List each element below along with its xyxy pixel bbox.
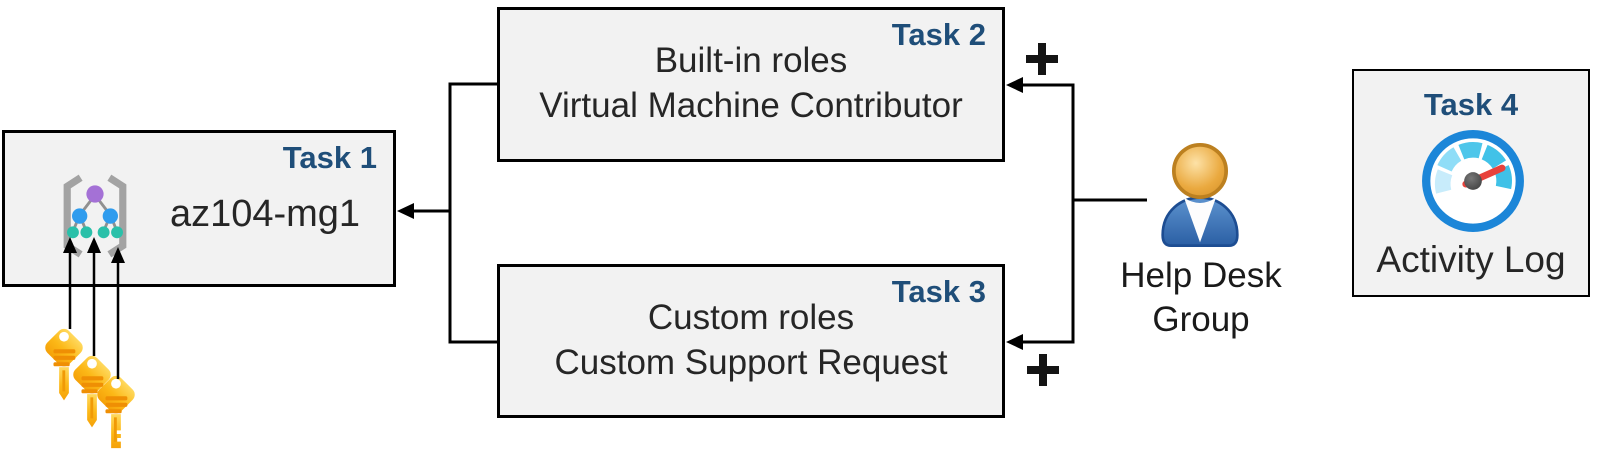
person-icon: [1161, 142, 1239, 247]
task1-box: Task 1 az104-mg1: [2, 130, 396, 287]
mg-child-node: [102, 208, 118, 224]
plus-icon-task2: [1026, 43, 1058, 75]
mg-leaf-node: [97, 226, 110, 239]
management-group-name: az104-mg1: [169, 193, 361, 235]
key-stripes: [105, 396, 128, 414]
task3-label: Task 3: [891, 274, 986, 309]
actor-line1: Help Desk: [1120, 256, 1282, 295]
mg-leaf-node: [111, 226, 123, 239]
task3-box: Task 3 Custom roles Custom Support Reque…: [497, 264, 1005, 418]
task4-box: Task 4 Activity Log: [1352, 69, 1590, 297]
task4-label: Task 4: [1423, 87, 1519, 122]
key-icon: [45, 328, 83, 401]
task2-text: Built-in roles Virtual Machine Contribut…: [500, 38, 1002, 128]
person-collar: [1184, 197, 1216, 243]
key-hole: [59, 331, 69, 342]
task4-caption: Activity Log: [1376, 239, 1566, 280]
task3-line1: Custom roles: [647, 298, 855, 337]
task3-line2: Custom Support Request: [554, 343, 948, 382]
task2-line1: Built-in roles: [654, 41, 848, 80]
arrowhead-to-task2: [1006, 77, 1023, 93]
actor-caption: Help Desk Group: [1095, 254, 1307, 342]
actor-line2: Group: [1152, 300, 1250, 339]
activity-log-gauge-icon: [1422, 130, 1524, 232]
arrowhead-to-task3: [1006, 334, 1023, 350]
task2-line2: Virtual Machine Contributor: [539, 86, 963, 125]
gauge-hub: [1464, 172, 1482, 190]
task1-label: Task 1: [282, 140, 377, 175]
key-stripes: [53, 349, 76, 367]
key-icon: [73, 355, 111, 428]
connector-branch-left: [412, 82, 497, 344]
key-hole: [111, 378, 121, 389]
key-hole: [87, 358, 97, 369]
key-icon: [97, 375, 135, 449]
mg-root-node: [86, 185, 104, 203]
mg-leaf-node: [67, 226, 79, 239]
mg-leaf-node: [80, 226, 93, 239]
task3-text: Custom roles Custom Support Request: [500, 295, 1002, 385]
key-shaft-line: [62, 370, 66, 392]
plus-icon-task3: [1027, 354, 1059, 386]
key-shaft-line: [90, 397, 94, 419]
person-head: [1172, 142, 1228, 199]
key-shaft-line: [113, 417, 117, 442]
task2-box: Task 2 Built-in roles Virtual Machine Co…: [497, 7, 1005, 162]
key-stripes: [81, 376, 104, 394]
mg-child-node: [72, 208, 88, 224]
task2-label: Task 2: [891, 17, 986, 52]
management-group-icon: [63, 174, 127, 258]
arrowhead-to-task1: [397, 203, 414, 219]
